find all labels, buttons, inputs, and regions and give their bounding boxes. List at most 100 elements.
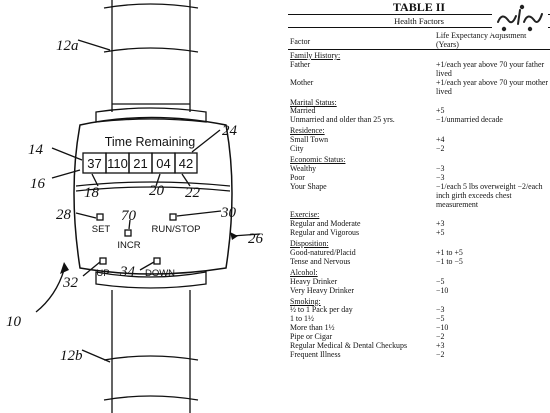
adjustment-cell: +5 <box>436 228 445 238</box>
ref-70: 70 <box>121 208 137 224</box>
table-row: Very Heavy Drinker −10 <box>288 285 550 296</box>
ref-32: 32 <box>62 275 79 291</box>
factor-cell: Tense and Nervous <box>290 256 351 266</box>
table-row: Regular and Vigorous +5 <box>288 228 550 238</box>
adjustment-cell: −5 <box>436 276 445 286</box>
adjustment-cell: +1/each year above 70 your mother lived <box>436 77 549 96</box>
section-alcohol: Alcohol: <box>290 267 318 277</box>
section-economic-status: Economic Status: <box>290 154 346 164</box>
factor-cell: Pipe or Cigar <box>290 332 333 342</box>
section-family-history: Family History: <box>290 51 341 60</box>
digit-3: 21 <box>133 156 147 171</box>
watch-patent-figure: Time Remaining 37 110 21 04 42 SET INCR … <box>6 0 264 413</box>
section-marital-status: Marital Status: <box>290 97 337 107</box>
adjustment-cell: −2 <box>436 350 445 359</box>
display-title: Time Remaining <box>105 135 196 149</box>
ref-26: 26 <box>248 231 264 247</box>
factor-cell: Father <box>290 59 311 69</box>
table-row: Good-natured/Placid +1 to +5 <box>288 248 550 258</box>
watermark-logo-icon <box>497 4 543 32</box>
adjustment-cell: −1/each 5 lbs overweight −2/each inch gi… <box>436 181 543 209</box>
column-header-adjustment: Life Expectancy Adjustment (Years) <box>436 31 527 49</box>
factor-cell: Mother <box>290 77 314 87</box>
factor-cell: Married <box>290 106 316 116</box>
adjustment-cell: +3 <box>436 341 445 351</box>
table-row: Regular Medical & Dental Checkups +3 <box>288 341 550 351</box>
health-factors-table: TABLE II Health Factors Factor Life Expe… <box>288 0 550 413</box>
column-header-factor: Factor <box>290 37 311 47</box>
digit-4: 04 <box>156 156 170 171</box>
ref-14: 14 <box>28 142 44 158</box>
table-row: Frequent Illness −2 <box>288 350 550 360</box>
adjustment-cell: −3 <box>436 172 445 182</box>
adjustment-cell: −2 <box>436 332 445 342</box>
table-row: Father +1/each year above 70 your father … <box>288 59 550 79</box>
adjustment-cell: +4 <box>436 135 445 145</box>
factor-cell: 1 to 1½ <box>290 314 314 324</box>
section-disposition: Disposition: <box>290 239 329 249</box>
table-row: Small Town +4 <box>288 135 550 145</box>
watermark-logo <box>492 2 548 34</box>
down-button-label: DOWN <box>145 268 175 279</box>
factor-cell: Regular and Vigorous <box>290 228 360 238</box>
table-row: 1 to 1½−5 <box>288 314 550 324</box>
factor-cell: Frequent Illness <box>290 350 341 359</box>
adjustment-cell: −10 <box>436 323 449 333</box>
adjustment-cell: +1/each year above 70 your father lived <box>436 59 545 78</box>
table-header: Factor Life Expectancy Adjustment (Years… <box>288 28 550 50</box>
factor-cell: Regular Medical & Dental Checkups <box>290 341 408 351</box>
adjustment-cell: −3 <box>436 305 445 315</box>
run-stop-button-label: RUN/STOP <box>152 224 201 235</box>
table-row: Mother +1/each year above 70 your mother … <box>288 77 550 97</box>
section-exercise: Exercise: <box>290 210 320 220</box>
factor-cell: City <box>290 144 304 154</box>
adjustment-cell: −1 to −5 <box>436 256 463 266</box>
table-row: Your Shape −1/each 5 lbs overweight −2/ea… <box>288 181 550 210</box>
ref-16: 16 <box>30 176 46 192</box>
watch-drawing: Time Remaining 37 110 21 04 42 SET INCR … <box>6 0 264 413</box>
factor-cell: Your Shape <box>290 181 327 191</box>
adjustment-cell: −10 <box>436 285 449 295</box>
set-button-label: SET <box>92 224 111 235</box>
ref-12b: 12b <box>60 348 83 364</box>
table-row: Regular and Moderate +3 <box>288 219 550 229</box>
section-residence: Residence: <box>290 126 325 136</box>
adjustment-cell: −1/unmarried decade <box>436 115 503 125</box>
adjustment-cell: +5 <box>436 106 445 116</box>
section-smoking: Smoking: <box>290 296 321 306</box>
incr-button-label: INCR <box>117 240 140 251</box>
table-row: Married +5 <box>288 107 550 116</box>
ref-10: 10 <box>6 314 22 330</box>
table-row: City −2 <box>288 144 550 154</box>
ref-20: 20 <box>149 183 165 199</box>
factor-cell: Wealthy <box>290 163 317 173</box>
ref-18: 18 <box>84 185 100 201</box>
table-row: Unmarried and older than 25 yrs.−1/unmar… <box>288 115 550 125</box>
table-row: Tense and Nervous −1 to −5 <box>288 256 550 267</box>
adjustment-cell: +3 <box>436 219 445 229</box>
table-row: More than 1½ −10 <box>288 323 550 333</box>
table-row: Wealthy −3 <box>288 163 550 174</box>
table-subtitle: Health Factors <box>288 14 550 28</box>
factor-cell: ½ to 1 Pack per day <box>290 305 353 315</box>
ref-28: 28 <box>56 207 72 223</box>
factor-cell: Small Town <box>290 135 329 145</box>
ref-30: 30 <box>220 205 237 221</box>
table-row: Pipe or Cigar −2 <box>288 332 550 342</box>
ref-12a: 12a <box>56 38 79 54</box>
adjustment-cell: +1 to +5 <box>436 248 463 258</box>
factor-cell: Good-natured/Placid <box>290 248 356 258</box>
factor-cell: Heavy Drinker <box>290 276 338 286</box>
factor-cell: Very Heavy Drinker <box>290 285 354 295</box>
factor-cell: Regular and Moderate <box>290 219 361 229</box>
adjustment-cell: −2 <box>436 144 445 154</box>
ref-24: 24 <box>222 123 238 139</box>
factor-cell: More than 1½ <box>290 323 335 333</box>
ref-34: 34 <box>119 264 136 280</box>
factor-cell: Poor <box>290 172 305 182</box>
adjustment-cell: −3 <box>436 163 445 173</box>
table-row: Heavy Drinker −5 <box>288 276 550 287</box>
ref-22: 22 <box>185 185 201 201</box>
table-row: Poor −3 <box>288 172 550 183</box>
table-title: TABLE II <box>392 0 446 14</box>
